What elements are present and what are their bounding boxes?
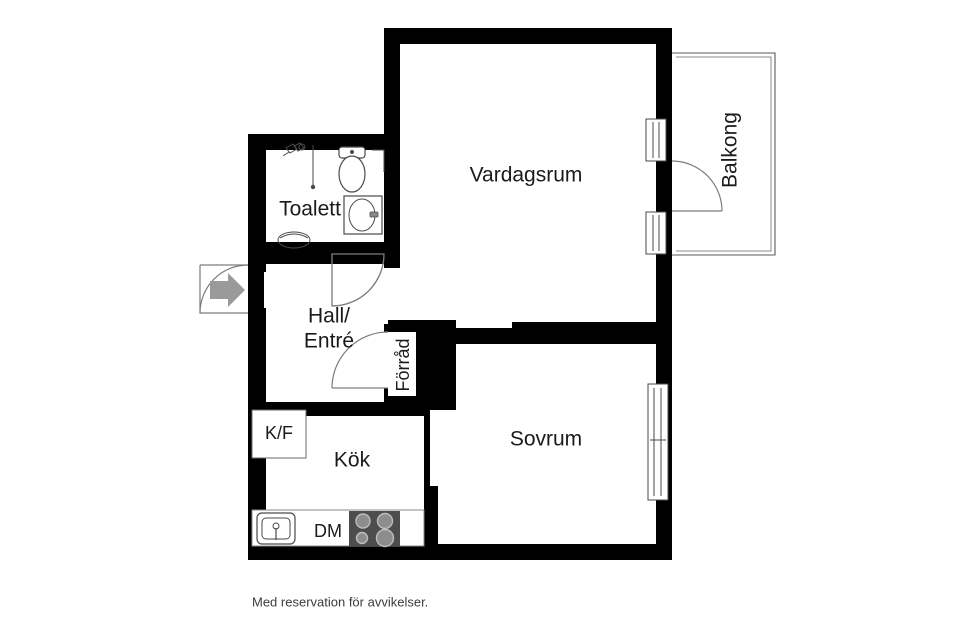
wall-structure: [248, 28, 672, 560]
fixture-label-dm: DM: [314, 521, 342, 541]
entrance-door-arrow[interactable]: [199, 264, 249, 314]
entry-wall-jambs: [248, 253, 266, 322]
room-label-toalett: Toalett: [279, 198, 341, 221]
shower-head-icon: [282, 142, 316, 190]
room-label-hall: Hall/: [308, 305, 350, 328]
room-label-entre: Entré: [304, 330, 354, 353]
room-label-sovrum: Sovrum: [510, 428, 582, 451]
toilet-icon: [338, 146, 366, 193]
room-label-balkong: Balkong: [719, 112, 742, 188]
stove-icon: [349, 511, 400, 548]
kf-cabinet: [251, 409, 307, 459]
window-sovrum: [647, 383, 669, 501]
room-label-forrad: Förråd: [393, 338, 413, 391]
washbasin-icon: [343, 195, 383, 235]
window-balcony-lower: [645, 211, 667, 255]
room-label-vardagsrum: Vardagsrum: [470, 164, 583, 187]
fixture-label-kf: K/F: [265, 423, 293, 443]
disclaimer-caption: Med reservation för avvikelser.: [252, 594, 428, 609]
toalett-door[interactable]: [331, 253, 385, 307]
room-label-kok: Kök: [334, 449, 371, 472]
bidet-icon: [277, 231, 311, 249]
balcony-area: [672, 52, 776, 256]
balcony-door[interactable]: [671, 160, 723, 212]
kitchen-sink-icon: [256, 512, 296, 545]
forrad-door[interactable]: [331, 331, 389, 389]
window-balcony-upper: [645, 118, 667, 162]
toalett-partition-stub: [372, 149, 385, 172]
